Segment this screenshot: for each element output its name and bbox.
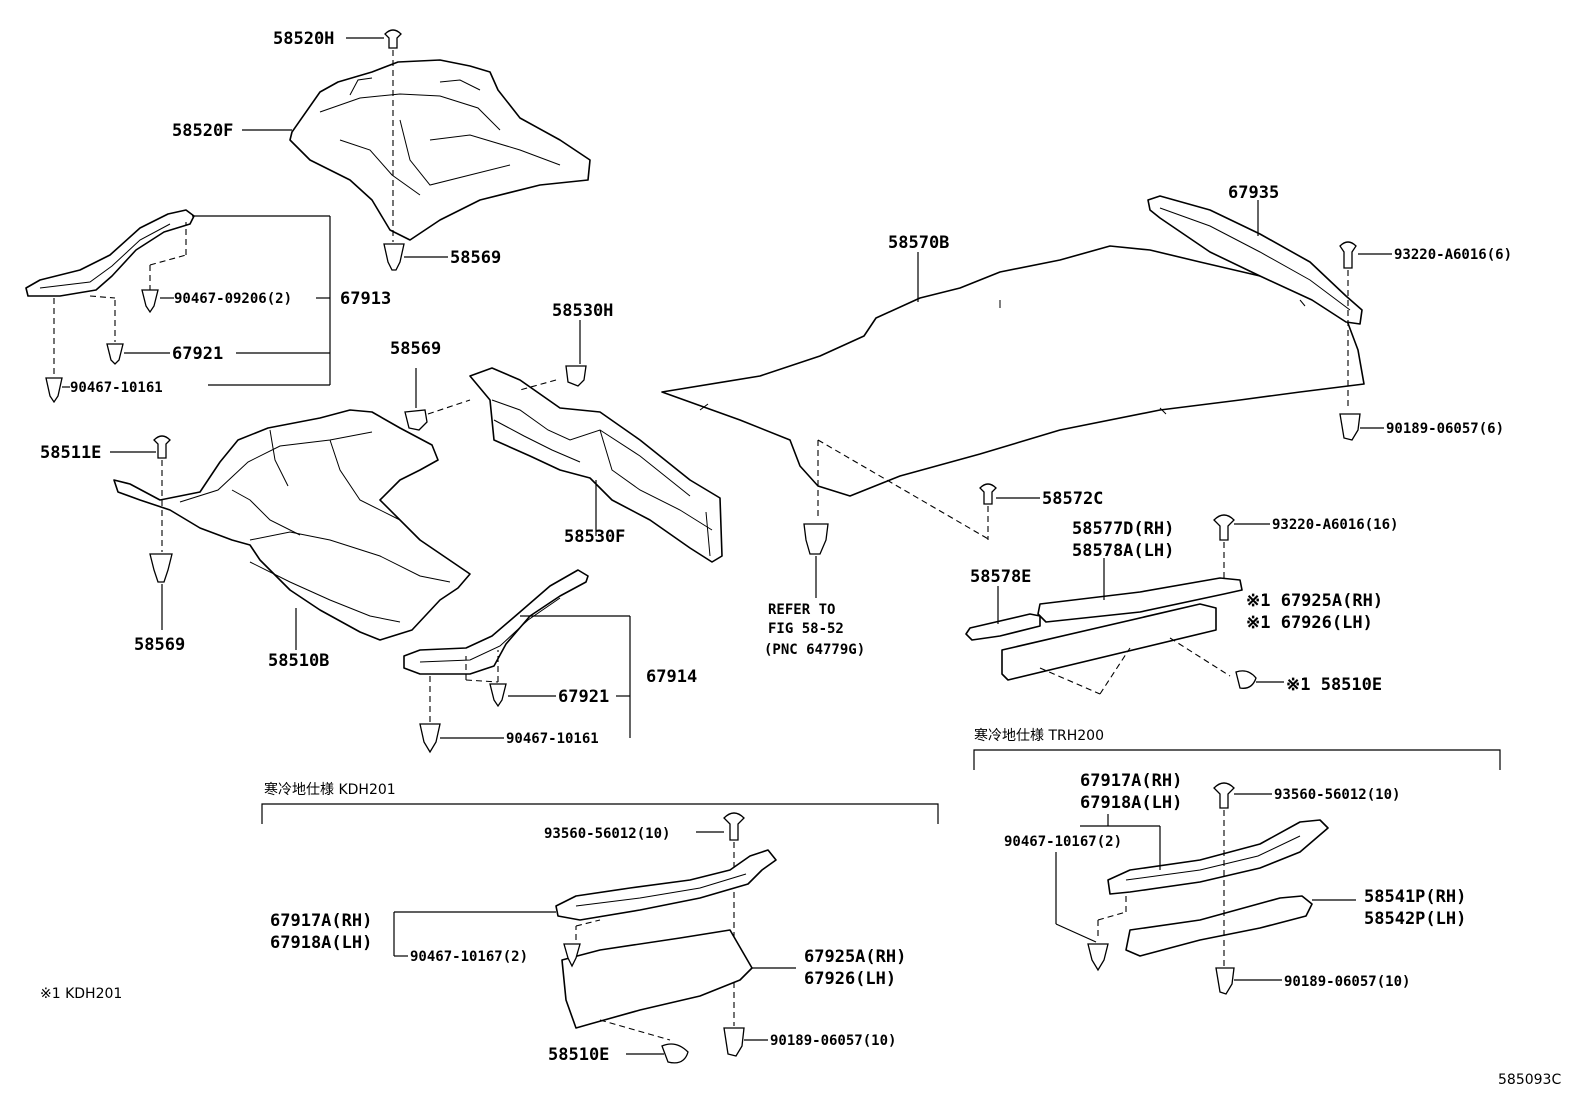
part-67913 (25, 209, 195, 297)
label-90189-10-l: 90189-06057(10) (770, 1033, 896, 1049)
label-58510E-l: 58510E (548, 1045, 609, 1065)
note-trh200: 寒冷地仕様 TRH200 (974, 727, 1104, 744)
label-58569-top: 58569 (450, 248, 501, 268)
label-58520H: 58520H (273, 29, 334, 49)
part-67914 (403, 569, 589, 675)
label-90189-6: 90189-06057(6) (1386, 421, 1504, 437)
label-67926-1: ※1 67926(LH) (1246, 613, 1373, 633)
label-67918A-r: 67918A(LH) (1080, 793, 1182, 813)
clip-58569-top (383, 243, 405, 271)
label-58578A: 58578A(LH) (1072, 541, 1174, 561)
label-58569-mid: 58569 (390, 339, 441, 359)
part-58530F (469, 367, 723, 563)
label-67926-l: 67926(LH) (804, 969, 896, 989)
part-67917A-trh (1107, 819, 1329, 895)
note-kdh201: 寒冷地仕様 KDH201 (264, 781, 396, 798)
label-58572C: 58572C (1042, 489, 1103, 509)
part-58541P (1125, 895, 1313, 957)
label-58541P: 58541P(RH) (1364, 887, 1466, 907)
part-67935 (1147, 195, 1363, 325)
label-93220-6: 93220-A6016(6) (1394, 247, 1512, 263)
label-58530F: 58530F (564, 527, 625, 547)
label-93220-16: 93220-A6016(16) (1272, 517, 1398, 533)
label-58542P: 58542P(LH) (1364, 909, 1466, 929)
label-90467-10167-l: 90467-10167(2) (410, 949, 528, 965)
label-90467-10161-a: 90467-10161 (70, 380, 163, 396)
label-67918A-l: 67918A(LH) (270, 933, 372, 953)
label-90467-10167-r: 90467-10167(2) (1004, 834, 1122, 850)
label-67913: 67913 (340, 289, 391, 309)
label-67917A-r: 67917A(RH) (1080, 771, 1182, 791)
label-67917A-l: 67917A(RH) (270, 911, 372, 931)
label-93560-l: 93560-56012(10) (544, 826, 670, 842)
label-93560-r: 93560-56012(10) (1274, 787, 1400, 803)
label-67921-a: 67921 (172, 344, 223, 364)
refer-line-2: FIG 58-52 (768, 621, 844, 637)
label-58510B: 58510B (268, 651, 329, 671)
label-67935: 67935 (1228, 183, 1279, 203)
label-58577D: 58577D(RH) (1072, 519, 1174, 539)
label-90467-10161-b: 90467-10161 (506, 731, 599, 747)
part-67925A-kdh (561, 929, 753, 1029)
label-58569-left: 58569 (134, 635, 185, 655)
label-58530H: 58530H (552, 301, 613, 321)
label-58570B: 58570B (888, 233, 949, 253)
label-67925A-l: 67925A(RH) (804, 947, 906, 967)
label-67921-b: 67921 (558, 687, 609, 707)
label-67914: 67914 (646, 667, 697, 687)
label-58520F: 58520F (172, 121, 233, 141)
footnote-kdh201: ※1 KDH201 (40, 986, 122, 1002)
label-67925A-1: ※1 67925A(RH) (1246, 591, 1383, 611)
part-67917A-kdh (555, 849, 777, 921)
refer-line-1: REFER TO (768, 602, 835, 618)
clip-58520H (384, 29, 402, 49)
label-58511E: 58511E (40, 443, 101, 463)
diagram-id: 585093C (1498, 1072, 1561, 1088)
part-58510B (113, 409, 471, 641)
label-90467-09206: 90467-09206(2) (174, 291, 292, 307)
part-58570B (661, 245, 1365, 497)
label-90189-10-r: 90189-06057(10) (1284, 974, 1410, 990)
refer-line-3: (PNC 64779G) (764, 642, 865, 658)
part-58520F (289, 59, 591, 241)
label-58578E: 58578E (970, 567, 1031, 587)
label-58510E-1: ※1 58510E (1286, 675, 1382, 695)
